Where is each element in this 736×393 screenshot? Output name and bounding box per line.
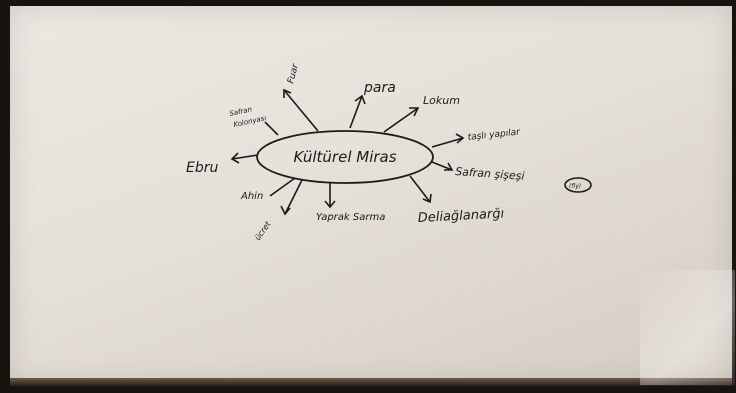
- arrowhead-para: [354, 94, 366, 105]
- label-safran-kolonyasi-1: Safran: [229, 105, 253, 118]
- center-ellipse: [256, 130, 434, 184]
- scribble-oval: [564, 177, 592, 193]
- arrowhead-lokum: [409, 107, 420, 117]
- arrowhead-safran-sisesi: [444, 162, 454, 171]
- label-ebru: Ebru: [186, 160, 218, 176]
- arrowhead-ebru: [230, 152, 240, 164]
- arrow-ahin: [269, 177, 296, 197]
- arrow-kolonya: [264, 121, 279, 136]
- arrowhead-yaprak: [324, 200, 336, 209]
- label-safran-sisesi-suffix: (fly): [569, 183, 581, 190]
- arrowhead-lower-left: [280, 205, 291, 216]
- label-fuar: Fuar: [286, 62, 301, 85]
- center-label: Kültürel Miras: [293, 148, 396, 166]
- label-deliaglanlari: Deliağlanarğı: [417, 206, 504, 226]
- arrow-safran-sisesi: [431, 161, 453, 171]
- arrow-tas: [431, 137, 464, 148]
- arrow-ebru: [231, 154, 259, 160]
- arrow-deli: [409, 175, 431, 203]
- label-safran-kolonyasi-2: Kolonyası: [233, 114, 267, 129]
- arrowhead-fuar: [283, 88, 292, 98]
- label-yaprak-sarma: Yaprak Sarma: [316, 212, 385, 223]
- label-safran-sisesi: Safran şişeşi: [455, 165, 525, 183]
- arrow-lower-left: [284, 179, 303, 215]
- whiteboard: [10, 6, 732, 384]
- branch-arrows: [230, 88, 592, 216]
- arrowhead-deli: [422, 193, 432, 204]
- arrow-lokum: [383, 107, 419, 133]
- label-lower-left: ücret: [253, 219, 273, 242]
- light-glare: [640, 270, 735, 385]
- label-tas-yapilar: taşlı yapılar: [467, 127, 521, 143]
- arrow-fuar: [283, 89, 319, 132]
- label-para: para: [363, 80, 396, 96]
- arrow-para: [349, 95, 363, 129]
- label-lokum: Lokum: [423, 94, 460, 107]
- arrowhead-tas: [455, 133, 465, 144]
- label-ahin: Ahin: [240, 191, 263, 202]
- whiteboard-edge: [10, 378, 732, 386]
